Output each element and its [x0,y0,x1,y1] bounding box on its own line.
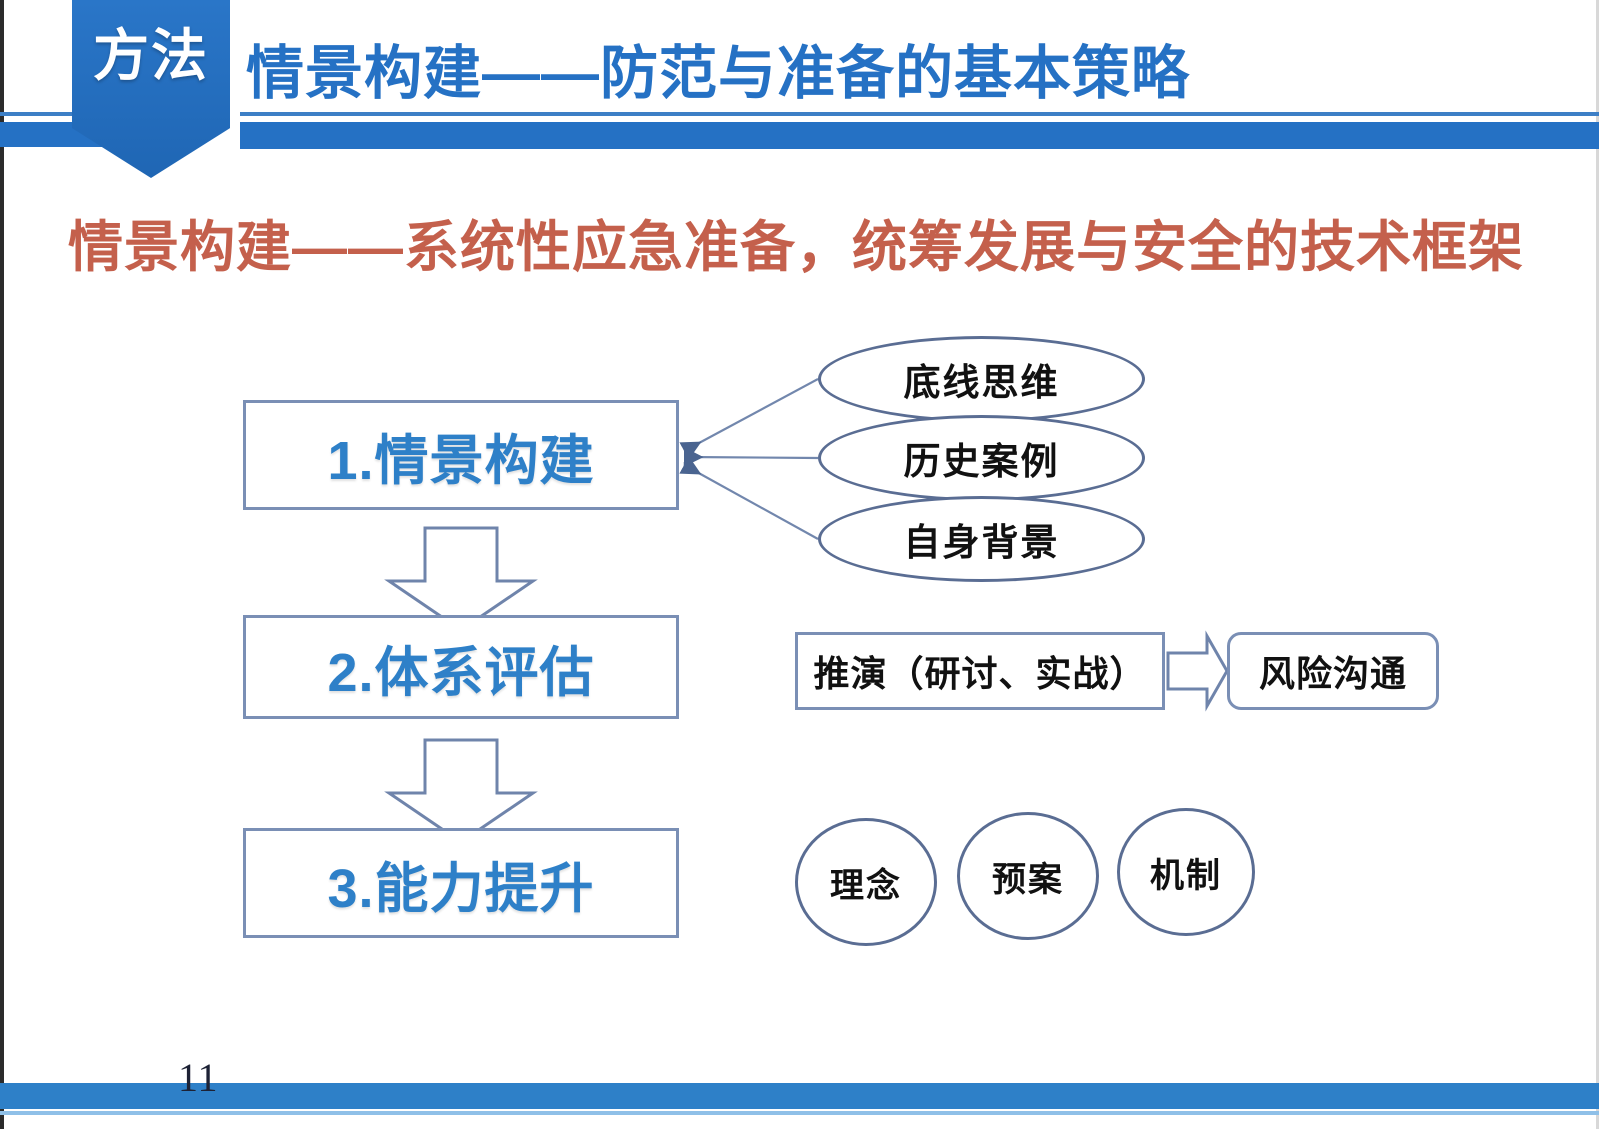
circle-node-plan[interactable]: 预案 [957,812,1099,940]
page-title: 情景构建——防范与准备的基本策略 [246,41,1191,106]
header-rule-right [240,112,1599,116]
circle-node-concept[interactable]: 理念 [795,818,937,946]
connector-line-dixian [679,378,819,460]
diagram-area: 1.情景构建 2.体系评估 3.能力提升 底线思维 历史案例 自身背景 推演（研… [0,300,1599,1000]
step-box-label: 1.情景构建 [327,430,595,491]
step-box-system-assessment[interactable]: 2.体系评估 [243,615,679,719]
down-arrow-step2-to-step3 [384,738,538,844]
section-tag-label: 方法 [93,24,209,87]
connector-line-lishi [683,447,819,467]
step-box-capability-improvement[interactable]: 3.能力提升 [243,828,679,938]
right-arrow-drill-to-communication [1166,630,1229,712]
header-bar-right [240,122,1599,149]
process-box-risk-communication[interactable]: 风险沟通 [1227,632,1439,710]
diagram-connectors [384,378,1229,844]
slide-right-edge [1596,0,1599,1129]
down-arrow-step1-to-step2 [384,526,538,632]
step-box-label: 3.能力提升 [327,858,595,919]
page-number: 11 [178,1055,219,1100]
footer-bar-underline [0,1111,1599,1115]
step-box-label: 2.体系评估 [327,642,595,703]
ellipse-node-historical-cases[interactable]: 历史案例 [818,415,1145,501]
ellipse-node-label: 自身背景 [903,522,1060,563]
circle-node-label: 机制 [1150,856,1222,895]
process-box-label: 风险沟通 [1258,653,1407,694]
circle-node-label: 理念 [830,866,902,905]
circle-node-mechanism[interactable]: 机制 [1117,808,1255,936]
connector-line-zishen [679,456,819,540]
process-box-drill[interactable]: 推演（研讨、实战） [795,632,1165,710]
slide-subtitle: 情景构建——系统性应急准备，统筹发展与安全的技术框架 [68,216,1525,278]
step-box-scenario-construction[interactable]: 1.情景构建 [243,400,679,510]
slide-header: 方法 情景构建——防范与准备的基本策略 [0,0,1599,180]
circle-node-label: 预案 [992,860,1064,899]
ellipse-node-own-background[interactable]: 自身背景 [818,496,1145,582]
footer-bar [0,1083,1599,1109]
slide-left-edge [0,0,4,1129]
process-box-label: 推演（研讨、实战） [813,653,1147,694]
section-tag-shield: 方法 [72,0,230,178]
ellipse-node-label: 历史案例 [903,441,1060,482]
ellipse-node-bottom-line-thinking[interactable]: 底线思维 [818,336,1145,422]
ellipse-node-label: 底线思维 [903,362,1060,403]
